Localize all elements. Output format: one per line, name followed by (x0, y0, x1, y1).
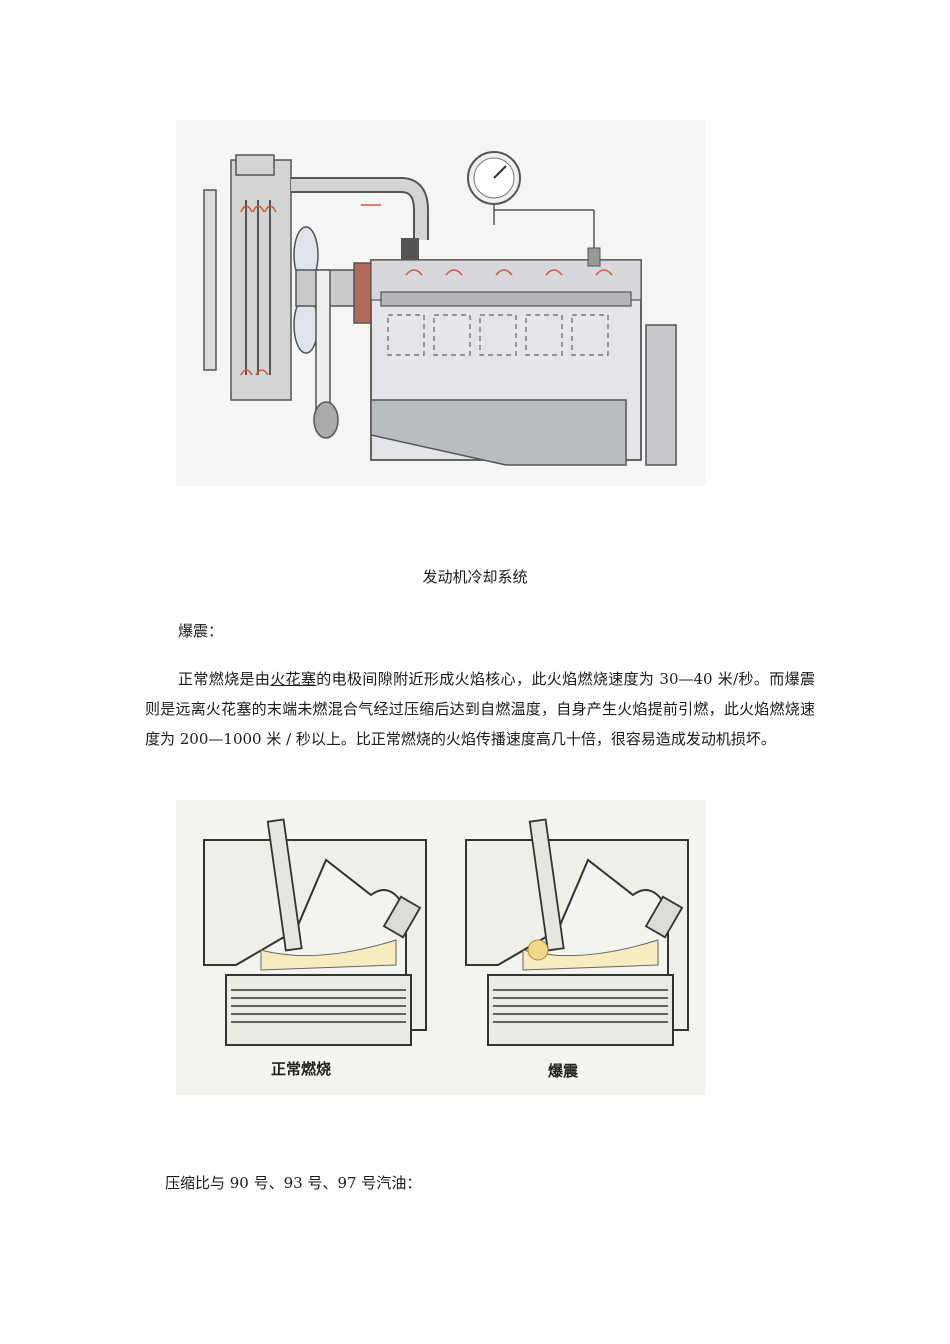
valve-stem (266, 818, 303, 952)
piston (487, 974, 674, 1046)
engine-cooling-diagram (176, 120, 706, 486)
spark-plug-link[interactable]: 火花塞 (270, 670, 317, 688)
crank-pulley (313, 401, 339, 439)
figure-caption-cooling: 发动机冷却系统 (422, 568, 528, 586)
normal-combustion-section: 正常燃烧 (203, 818, 427, 1078)
oil-pan (370, 399, 627, 466)
normal-combustion-label: 正常燃烧 (271, 1060, 331, 1078)
paragraph-text: 的电极间隙附近形成火焰核心，此火焰燃烧速度为 30—40 米/秒。而爆震则是远离… (145, 670, 815, 748)
flywheel-housing (645, 324, 677, 466)
coolant-flow-arrows (240, 204, 613, 376)
auto-ignition-spot (527, 939, 549, 961)
valve-stem (528, 818, 565, 952)
flame-front (260, 939, 397, 971)
knock-label: 爆震 (548, 1062, 579, 1080)
temp-sensor (587, 247, 601, 267)
section-heading-knock: 爆震： (178, 622, 224, 640)
water-gallery (380, 291, 632, 307)
combustion-comparison-diagram: 正常燃烧 爆震 (176, 800, 706, 1095)
thermostat (401, 238, 419, 260)
knock-paragraph: 正常燃烧是由火花塞的电极间隙附近形成火焰核心，此火焰燃烧速度为 30—40 米/… (145, 664, 815, 754)
knock-section: 爆震 (465, 818, 689, 1080)
radiator-cap (235, 154, 275, 176)
section-heading-compression: 压缩比与 90 号、93 号、97 号汽油： (165, 1174, 422, 1192)
piston (225, 974, 412, 1046)
paragraph-text: 正常燃烧是由 (178, 670, 271, 688)
radiator (230, 159, 292, 401)
radiator-fins (203, 189, 217, 371)
spark-plug-icon (644, 895, 684, 939)
spark-plug-icon (382, 895, 422, 939)
